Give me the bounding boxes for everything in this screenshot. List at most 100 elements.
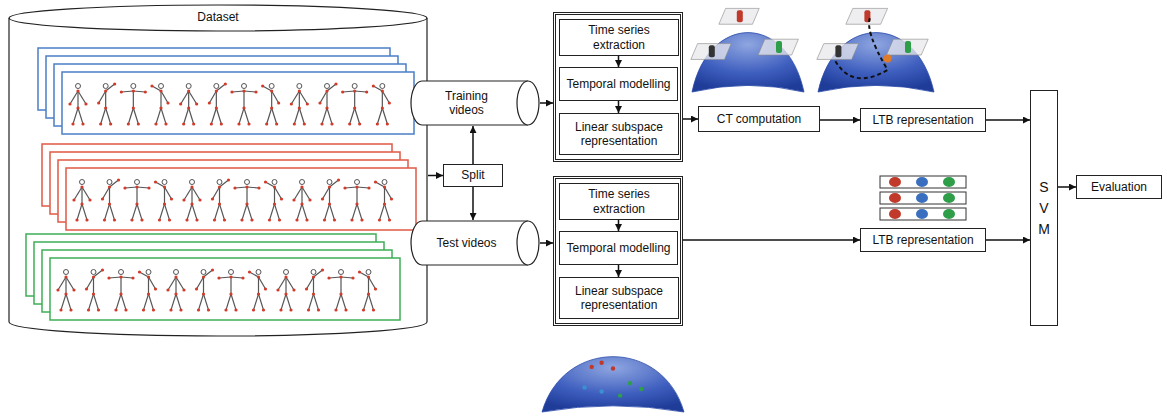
descriptor-bar [880, 208, 966, 220]
cylinder-body [411, 81, 528, 125]
joint [108, 202, 111, 205]
bone [133, 108, 138, 124]
head [269, 84, 274, 89]
joint [80, 185, 83, 188]
bone [307, 277, 314, 289]
joint [284, 275, 287, 278]
head [284, 270, 289, 275]
joint [305, 287, 308, 290]
skeleton [233, 180, 260, 222]
arrow-connector [618, 265, 620, 277]
bone [320, 91, 327, 103]
text-wrap: Evaluation [1077, 176, 1161, 198]
bone [325, 204, 330, 220]
bone [357, 204, 362, 220]
head [325, 84, 330, 89]
joint [247, 122, 250, 125]
node-label: Evaluation [1091, 180, 1147, 194]
text-wrap: CT computation [699, 107, 819, 131]
bone [184, 187, 192, 200]
cylinder-body [411, 221, 528, 265]
manifold-surface [692, 33, 804, 92]
tangent-plane [691, 44, 731, 60]
node-label: Linear subspace representation [565, 284, 673, 313]
joint [268, 218, 271, 221]
joint [187, 89, 190, 92]
joint [147, 186, 150, 189]
skeleton [166, 270, 185, 312]
joint [292, 288, 295, 291]
joint [87, 308, 90, 311]
process-box: Temporal modelling [559, 231, 678, 265]
bone [314, 294, 319, 310]
bone [109, 277, 121, 278]
text-wrap: Dataset [8, 4, 428, 336]
joint [99, 122, 102, 125]
joint [265, 122, 268, 125]
joint [261, 84, 264, 87]
point-marker [905, 41, 911, 53]
bone [231, 294, 236, 310]
joint [295, 218, 298, 221]
joint [250, 218, 253, 221]
joint [147, 275, 150, 278]
manifold [817, 8, 934, 92]
bone [232, 91, 244, 92]
joint [367, 275, 370, 278]
bone [87, 277, 94, 289]
tangent-plane [846, 8, 888, 24]
joint [72, 288, 75, 291]
arrow-connector [472, 126, 474, 164]
joint [182, 288, 185, 291]
joint [353, 89, 356, 92]
joint [355, 185, 358, 188]
bone [285, 277, 286, 294]
skeleton [318, 82, 337, 125]
joint [210, 122, 213, 125]
joint [333, 218, 336, 221]
sample-point [628, 381, 632, 385]
descriptor-dot [916, 193, 928, 203]
joint [163, 185, 166, 188]
skeleton [248, 270, 267, 312]
skeleton [208, 82, 227, 125]
joint [257, 275, 260, 278]
joint [240, 218, 243, 221]
joint [334, 308, 337, 311]
bone [309, 294, 314, 310]
joint [300, 202, 303, 205]
process-box: Time series extraction [559, 19, 679, 56]
head [297, 84, 302, 89]
bone [188, 91, 189, 108]
bone [156, 108, 161, 124]
bone [132, 204, 137, 220]
joint [81, 122, 84, 125]
head [159, 84, 164, 89]
bone [213, 187, 220, 199]
descriptor-dot [916, 177, 928, 187]
bone [235, 187, 247, 188]
point-marker [835, 45, 841, 57]
joint [388, 218, 391, 221]
head [91, 270, 96, 275]
joint [75, 218, 78, 221]
pipeline-group: Time series extractionTemporal modelling… [553, 176, 683, 326]
joint [388, 101, 391, 104]
bone [242, 204, 247, 220]
bone [160, 204, 165, 220]
bone [299, 108, 304, 124]
skeleton [217, 270, 244, 312]
bone [101, 108, 106, 124]
joint [190, 185, 193, 188]
bone [171, 294, 176, 310]
joint [367, 292, 370, 295]
joint [101, 197, 104, 200]
manifold-surface [542, 357, 684, 412]
bone [216, 91, 217, 108]
bone [326, 91, 327, 108]
bone [58, 277, 66, 290]
head [103, 84, 108, 89]
bone [272, 108, 277, 124]
bone [161, 91, 168, 103]
joint [292, 198, 295, 201]
